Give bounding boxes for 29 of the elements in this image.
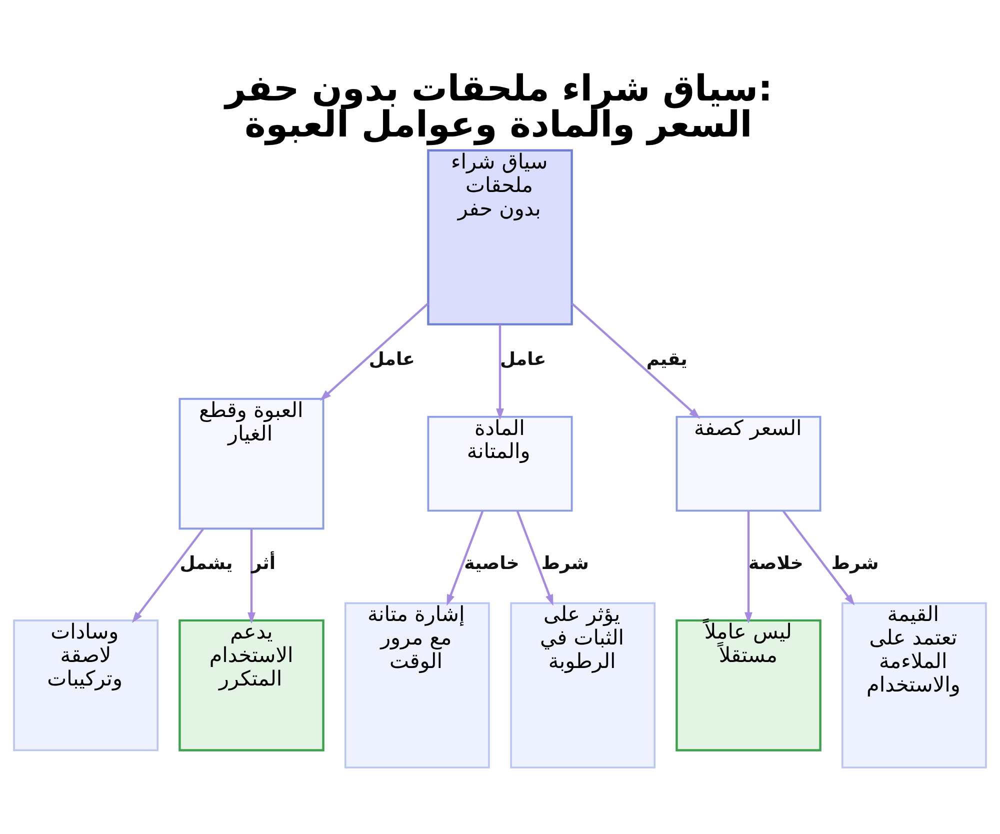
node-box: وسادات لاصقة وتركيبات [13,619,159,751]
edge-label: شرط [541,552,589,574]
edge-label: عامل [500,348,546,370]
arrow [496,324,504,420]
edge-label: خاصية [464,552,520,574]
node-box: العبوة وقطع الغيار [178,397,324,530]
edge-label: شرط [831,552,879,574]
arrow [516,510,554,606]
edge-label: عامل [368,348,415,370]
arrow [320,302,429,400]
edge-label: يقيم [646,348,688,370]
node-box: ليس عاملاً مستقلاً [676,618,822,751]
arrow [446,510,484,606]
node-box: السعر كصفة [676,415,822,512]
edge-label: يشمل [180,552,233,574]
node-box: القيمة تعتمد على الملاءمة والاستخدام [841,602,987,768]
node-box: يؤثر على الثبات في الرطوبة [510,602,656,768]
edge-label: أثر [251,552,276,574]
arrow [782,510,855,605]
node-box: المادة والمتانة [427,415,573,512]
diagram-title: سياق شراء ملحقات بدون حفر: السعر والمادة وعوامل العبوة [225,68,772,145]
node-box: إشارة متانة مع مرور الوقت [344,602,490,768]
arrow [132,528,204,623]
arrow [744,510,752,624]
arrow [248,528,256,624]
edge-label: خلاصة [748,552,804,574]
node-box: سياق شراء ملحقات بدون حفر [427,148,573,325]
arrow [571,302,700,418]
node-box: يدعم الاستخدام المتكرر [178,618,324,751]
